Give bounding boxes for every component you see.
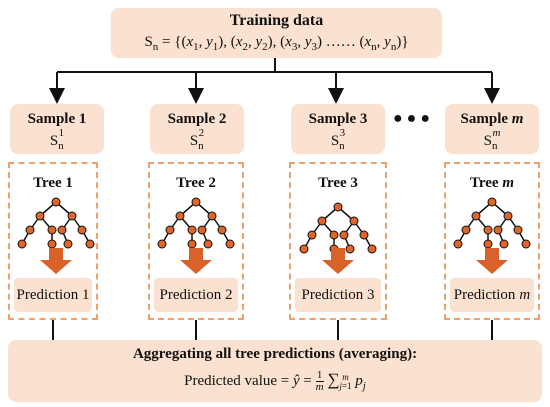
training-data-title: Training data <box>229 12 324 29</box>
sample-set: Snm <box>483 127 501 152</box>
sample-set: Sn2 <box>189 127 205 152</box>
down-arrow-icon <box>476 248 508 274</box>
prediction-box-3: Prediction 3 <box>295 278 381 312</box>
sample-label: Sample 2 <box>167 111 227 127</box>
sample-set: Sn3 <box>330 127 346 152</box>
prediction-box-m: Prediction m <box>450 278 534 312</box>
training-data-formula: Sn = {(x1, y1), (x2, y2), (x3, y3) …… (x… <box>144 34 409 53</box>
prediction-box-1: Prediction 1 <box>14 278 92 312</box>
sample-box-3: Sample 3 Sn3 <box>291 104 385 154</box>
aggregation-title: Aggregating all tree predictions (averag… <box>132 346 418 362</box>
tree-icon <box>17 197 95 249</box>
tree-box-1 <box>8 162 98 320</box>
tree-box-2 <box>148 162 244 320</box>
sample-label: Sample m <box>460 111 524 127</box>
down-arrow-icon <box>40 248 72 274</box>
sample-box-2: Sample 2 Sn2 <box>150 104 244 154</box>
sample-set: Sn1 <box>49 127 65 152</box>
training-data-box: Training data Sn = {(x1, y1), (x2, y2), … <box>111 8 442 58</box>
ellipsis-dots: ●●● <box>393 110 434 127</box>
prediction-box-2: Prediction 2 <box>154 278 238 312</box>
sample-label: Sample 1 <box>27 111 87 127</box>
tree-label: Tree m <box>469 175 514 191</box>
tree-label: Tree 3 <box>318 175 358 191</box>
tree-icon <box>453 197 531 249</box>
tree-icon <box>299 202 377 254</box>
tree-box-m <box>444 162 540 320</box>
down-arrow-icon <box>180 248 212 274</box>
tree-box-3 <box>289 162 387 320</box>
sample-box-1: Sample 1 Sn1 <box>10 104 104 154</box>
tree-icon <box>157 197 235 249</box>
tree-label: Tree 2 <box>176 175 216 191</box>
tree-label: Tree 1 <box>33 175 73 191</box>
sample-label: Sample 3 <box>308 111 368 127</box>
aggregation-box: Aggregating all tree predictions (averag… <box>8 340 542 402</box>
sample-box-m: Sample m Snm <box>445 104 539 154</box>
